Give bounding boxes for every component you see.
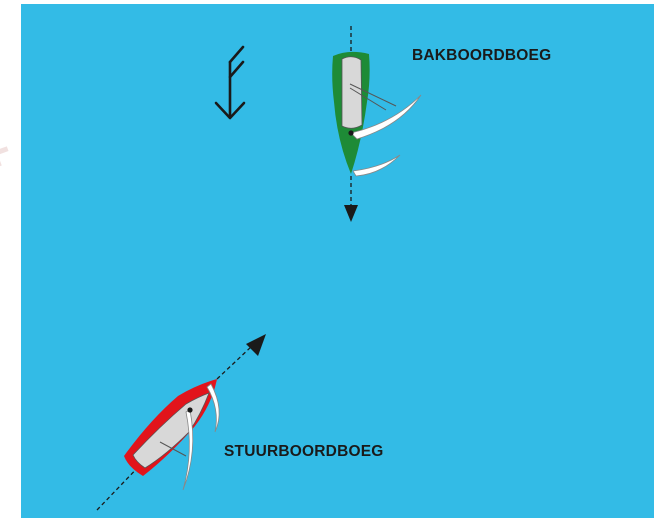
starboard-tack-label: STUURBOORDBOEG xyxy=(224,443,384,460)
starboard-tack-boat xyxy=(96,334,266,511)
wind-arrow-icon xyxy=(214,45,246,120)
port-mainsail xyxy=(350,94,422,140)
course-arrow-northeast-icon xyxy=(246,334,266,356)
starboard-jib xyxy=(206,383,220,433)
port-tack-boat xyxy=(332,26,422,222)
port-tack-label: BAKBOORDBOEG xyxy=(412,47,552,64)
course-arrow-down-icon xyxy=(344,205,358,222)
port-jib xyxy=(352,154,401,177)
port-deck xyxy=(341,56,363,129)
starboard-mainsail xyxy=(182,409,194,491)
starboard-course-dash xyxy=(216,345,253,380)
